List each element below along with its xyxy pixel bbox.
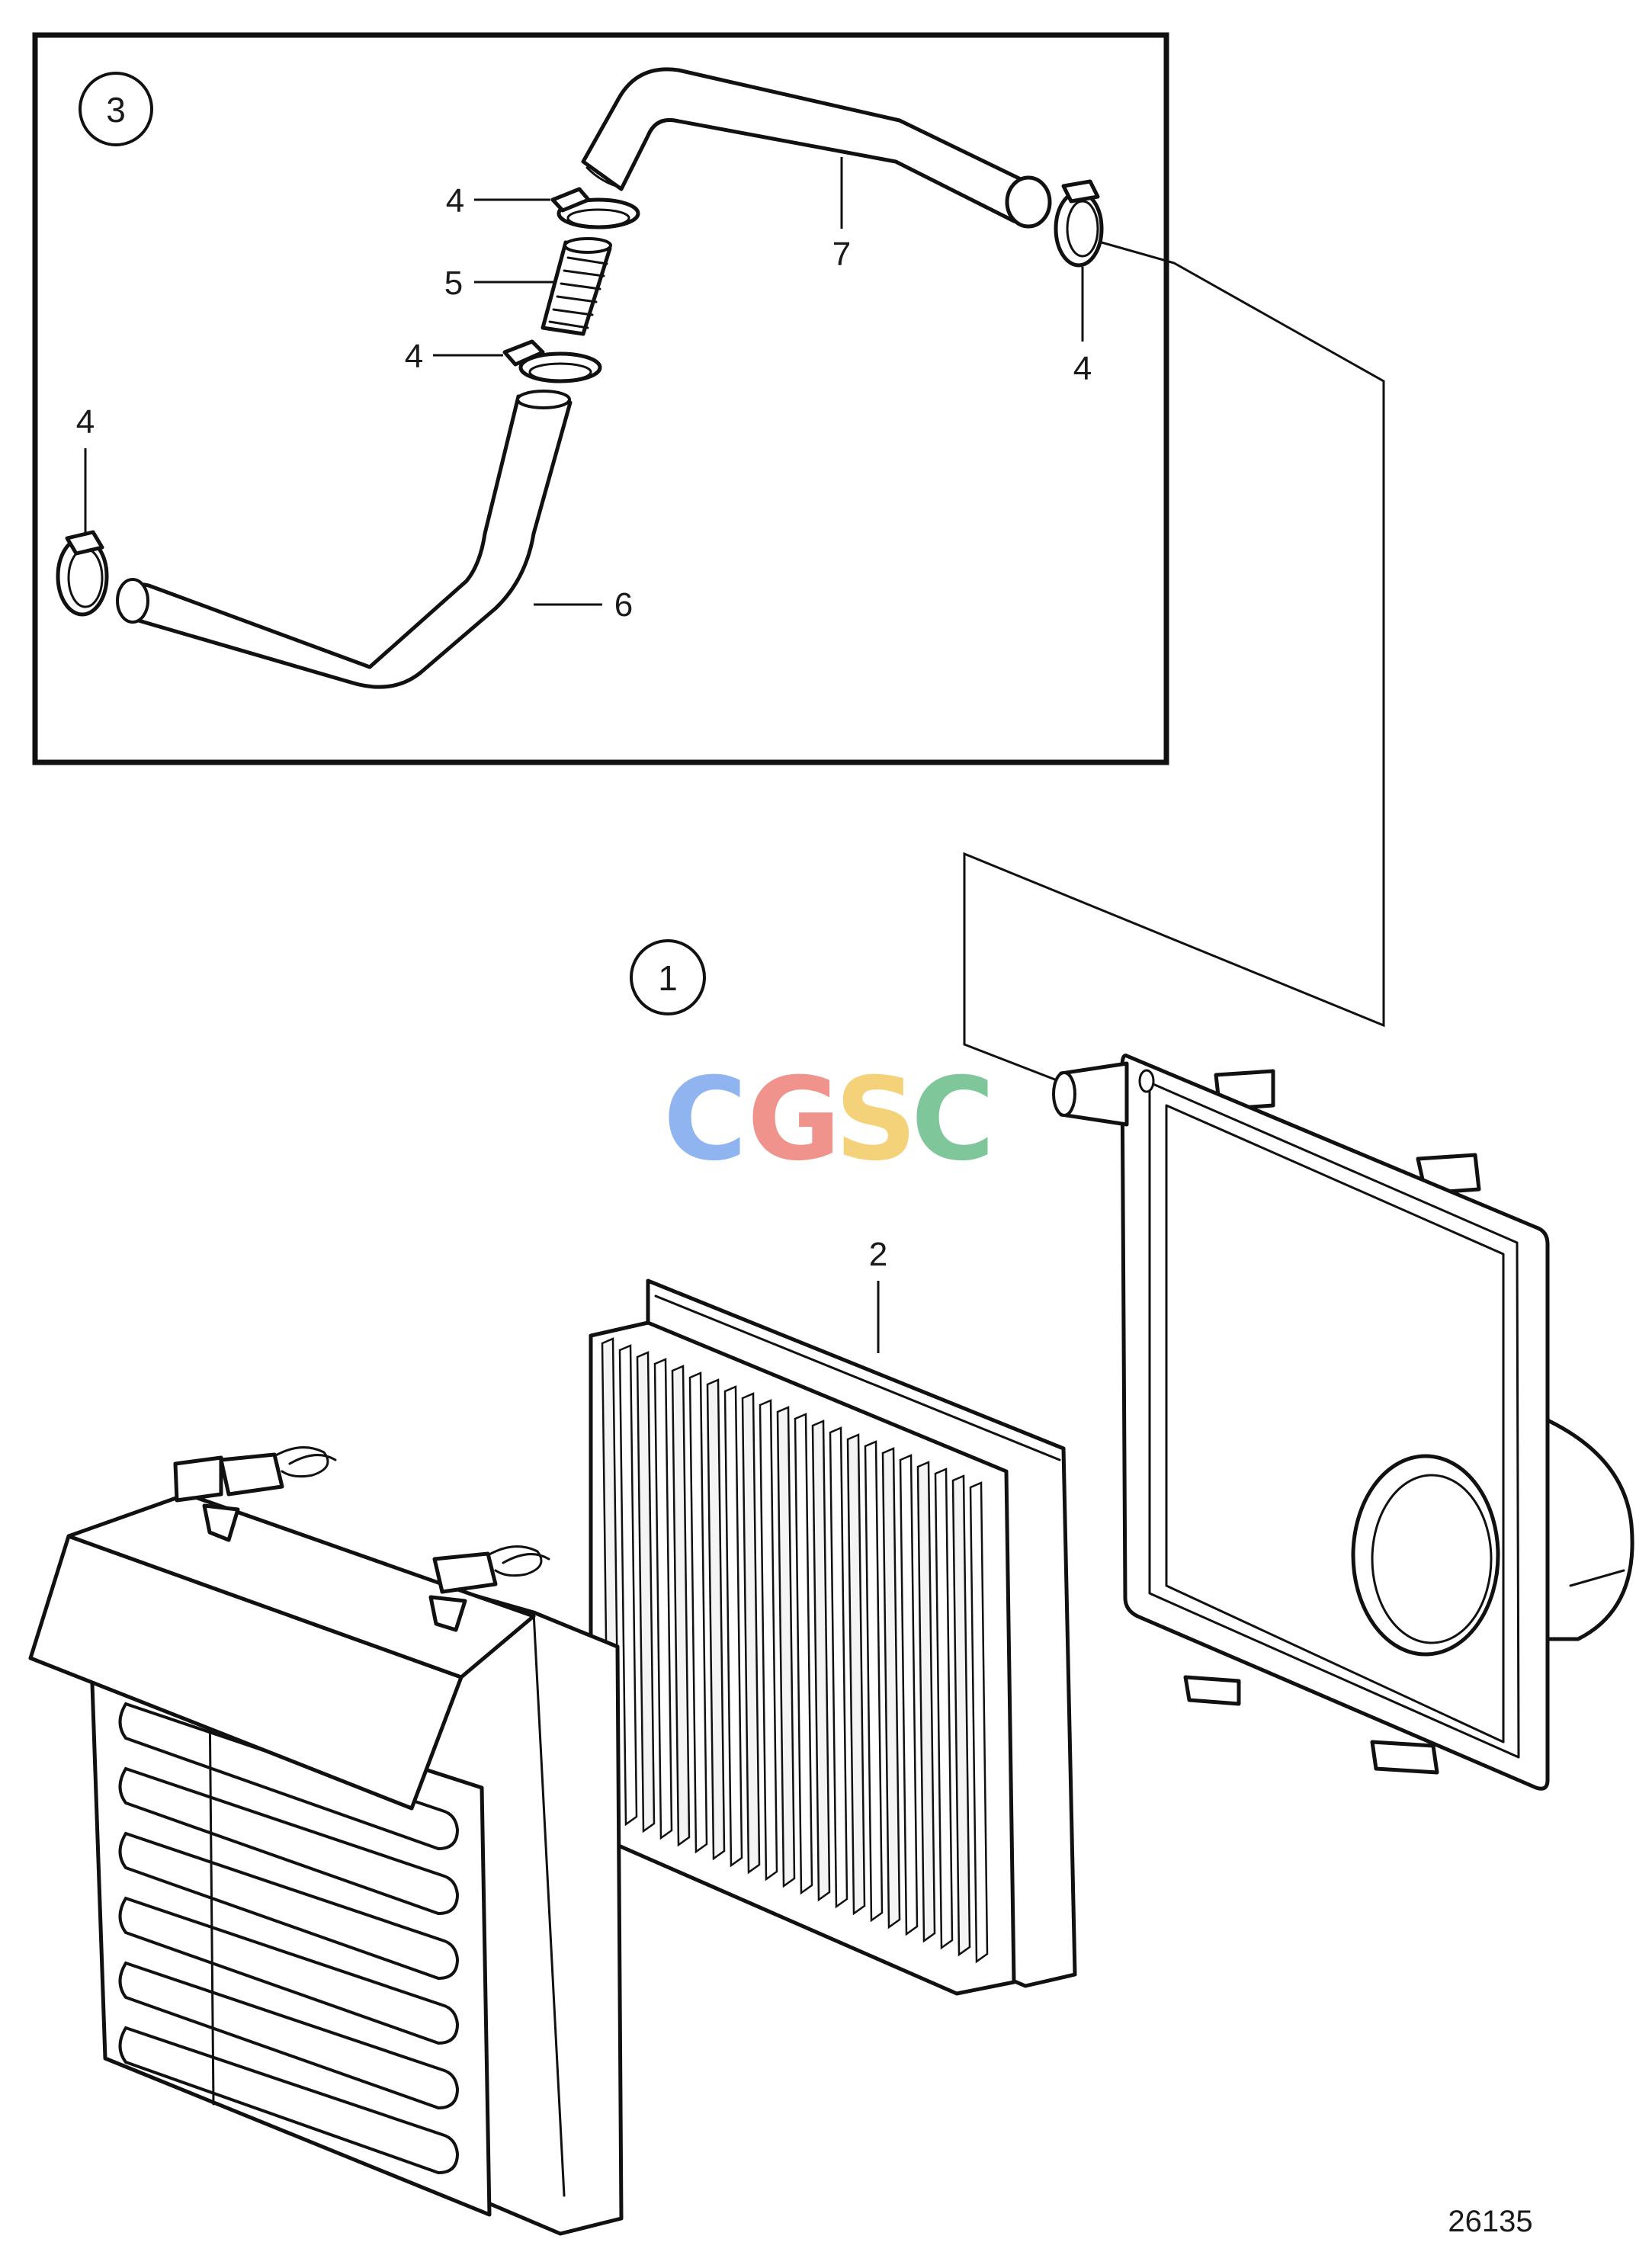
callout-hose-upper: 7: [832, 236, 851, 273]
watermark: C G S C: [663, 1054, 995, 1186]
circled-label-inset: 3: [79, 72, 153, 146]
filter-pleat: [811, 1420, 831, 1902]
filter-pleat: [934, 1468, 954, 1950]
filter-pleat: [916, 1461, 936, 1943]
filter-pleat: [671, 1365, 691, 1847]
filter-pleat: [776, 1406, 796, 1888]
cover-louvers: [118, 1702, 460, 2175]
hose-lower: [116, 390, 573, 689]
cover-latch-right: [428, 1545, 550, 1632]
document-number: 26135: [1448, 2205, 1532, 2238]
clamp-far-left: [56, 530, 109, 617]
filter-pleat: [951, 1474, 971, 1957]
callout-filter-element: 2: [869, 1236, 887, 1273]
filter-pleat: [899, 1454, 919, 1936]
reference-lines: [963, 241, 1385, 1092]
filter-pleat: [846, 1433, 866, 1916]
callout-connector: 5: [444, 265, 463, 302]
inset-hose-assembly: 3: [32, 32, 1169, 765]
cover-latch-left: [173, 1446, 337, 1542]
cover-louver-slot: [118, 1896, 460, 2045]
clamp-top-left: [550, 187, 640, 229]
callout-clamp-top-left: 4: [446, 182, 464, 220]
filter-pleat: [969, 1481, 989, 1964]
filter-pleat: [618, 1344, 638, 1827]
filter-pleat: [688, 1371, 708, 1854]
filter-pleats: [601, 1337, 989, 1964]
cover-louver-slot: [118, 1702, 460, 1851]
filter-pleat: [723, 1385, 743, 1868]
cover-louver-slot: [118, 1766, 460, 1916]
filter-pleat: [881, 1447, 901, 1930]
filter-pleat: [829, 1426, 848, 1909]
cover-louver-slot: [118, 2026, 460, 2175]
filter-pleat: [759, 1399, 778, 1881]
watermark-letter-s: S: [835, 1054, 917, 1186]
filter-cover: [28, 1446, 624, 2236]
watermark-letter-c2: C: [911, 1054, 995, 1186]
watermark-letter-c1: C: [663, 1054, 747, 1186]
hose-upper: [581, 67, 1052, 229]
circled-label-inset-text: 3: [106, 90, 126, 130]
filter-element: 2: [589, 1236, 1077, 1996]
clamp-right: [1054, 179, 1104, 268]
cover-louver-slot: [118, 1961, 460, 2110]
filter-pleat: [794, 1413, 813, 1895]
filter-pleat: [653, 1358, 673, 1840]
clamp-mid: [502, 339, 602, 383]
filter-pleat: [636, 1351, 656, 1833]
circled-label-main-text: 1: [658, 958, 678, 998]
filter-pleat: [741, 1392, 761, 1875]
filter-housing: [1052, 1054, 1634, 1791]
filter-pleat: [864, 1440, 884, 1923]
watermark-letter-g: G: [747, 1054, 841, 1186]
circled-label-main: 1: [630, 939, 706, 1015]
callout-clamp-far-left: 4: [76, 403, 95, 441]
cover-louver-slot: [118, 1831, 460, 1981]
connector-corrugated: [541, 237, 612, 336]
callout-clamp-mid: 4: [405, 338, 423, 375]
callout-hose-lower: 6: [614, 586, 633, 624]
callout-clamp-right: 4: [1073, 350, 1092, 387]
filter-pleat: [706, 1378, 726, 1861]
